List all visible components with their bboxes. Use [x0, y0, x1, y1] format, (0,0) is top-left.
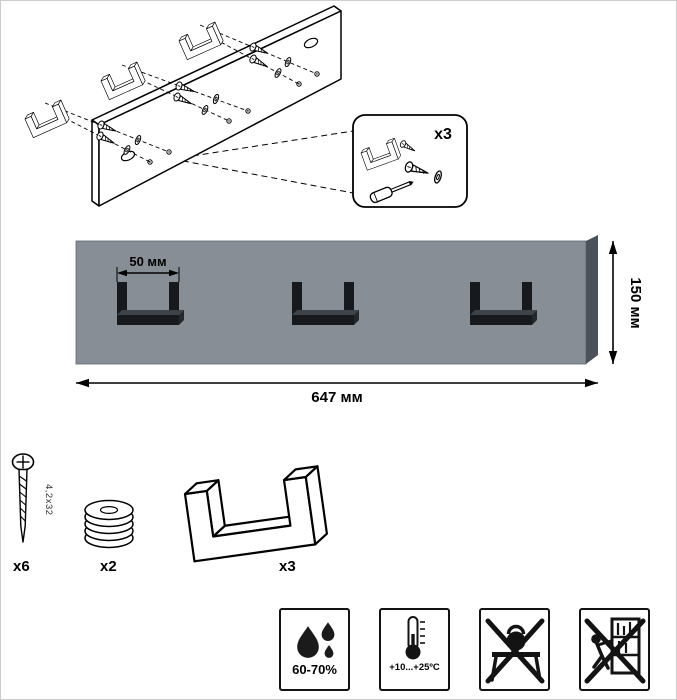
dim-board-width	[76, 378, 598, 388]
detail-callout: x3	[352, 114, 468, 208]
screw-drawing	[11, 453, 35, 543]
no-climbing-icon	[584, 617, 645, 684]
assembly-exploded-diagram: x3	[23, 5, 468, 208]
dim-hook-width	[116, 267, 180, 282]
board-width-label: 647 мм	[311, 389, 362, 406]
dim-board-height	[608, 241, 618, 364]
detail-callout-box	[352, 114, 468, 208]
no-climbing-box	[579, 608, 650, 691]
callout-leader-lines	[172, 130, 354, 194]
hook-count-label: x3	[279, 558, 296, 575]
screw-count-label: x6	[13, 558, 30, 575]
humidity-range-label: 60-70%	[292, 662, 337, 677]
temperature-range-label: +10...+25ºC	[389, 662, 440, 673]
hook-width-label: 50 мм	[129, 254, 166, 269]
washer-count-label: x2	[100, 558, 117, 575]
screwdriver-icon	[369, 180, 414, 204]
hook-drawing	[182, 465, 330, 563]
hook-exploded-1	[23, 99, 71, 138]
screw-size-label: 4,2x32	[43, 484, 54, 516]
water-drops-icon	[296, 622, 334, 658]
hook-exploded-2	[99, 61, 147, 100]
product-front-view: 50 мм 647 мм 150 мм	[75, 235, 644, 406]
hardware-list: 4,2x32 x6 x2 x3	[11, 453, 330, 575]
no-heavy-load-icon	[485, 618, 544, 684]
callout-count-label: x3	[434, 126, 452, 143]
keyhole	[303, 37, 319, 49]
board-side-edge	[586, 235, 598, 364]
board-height-label: 150 мм	[627, 277, 644, 328]
prohibition-cross-icon	[584, 618, 645, 684]
board-face	[98, 10, 342, 207]
prohibition-cross-icon	[485, 618, 544, 684]
temperature-care-box: +10...+25ºC	[379, 608, 450, 691]
thermometer-icon	[405, 616, 425, 660]
humidity-care-box: 60-70%	[279, 608, 350, 691]
hook-exploded-3	[177, 21, 225, 60]
board-exploded	[91, 5, 342, 207]
no-heavy-load-box	[479, 608, 550, 691]
washer-stack-drawing	[84, 499, 134, 549]
board-front	[75, 240, 587, 365]
